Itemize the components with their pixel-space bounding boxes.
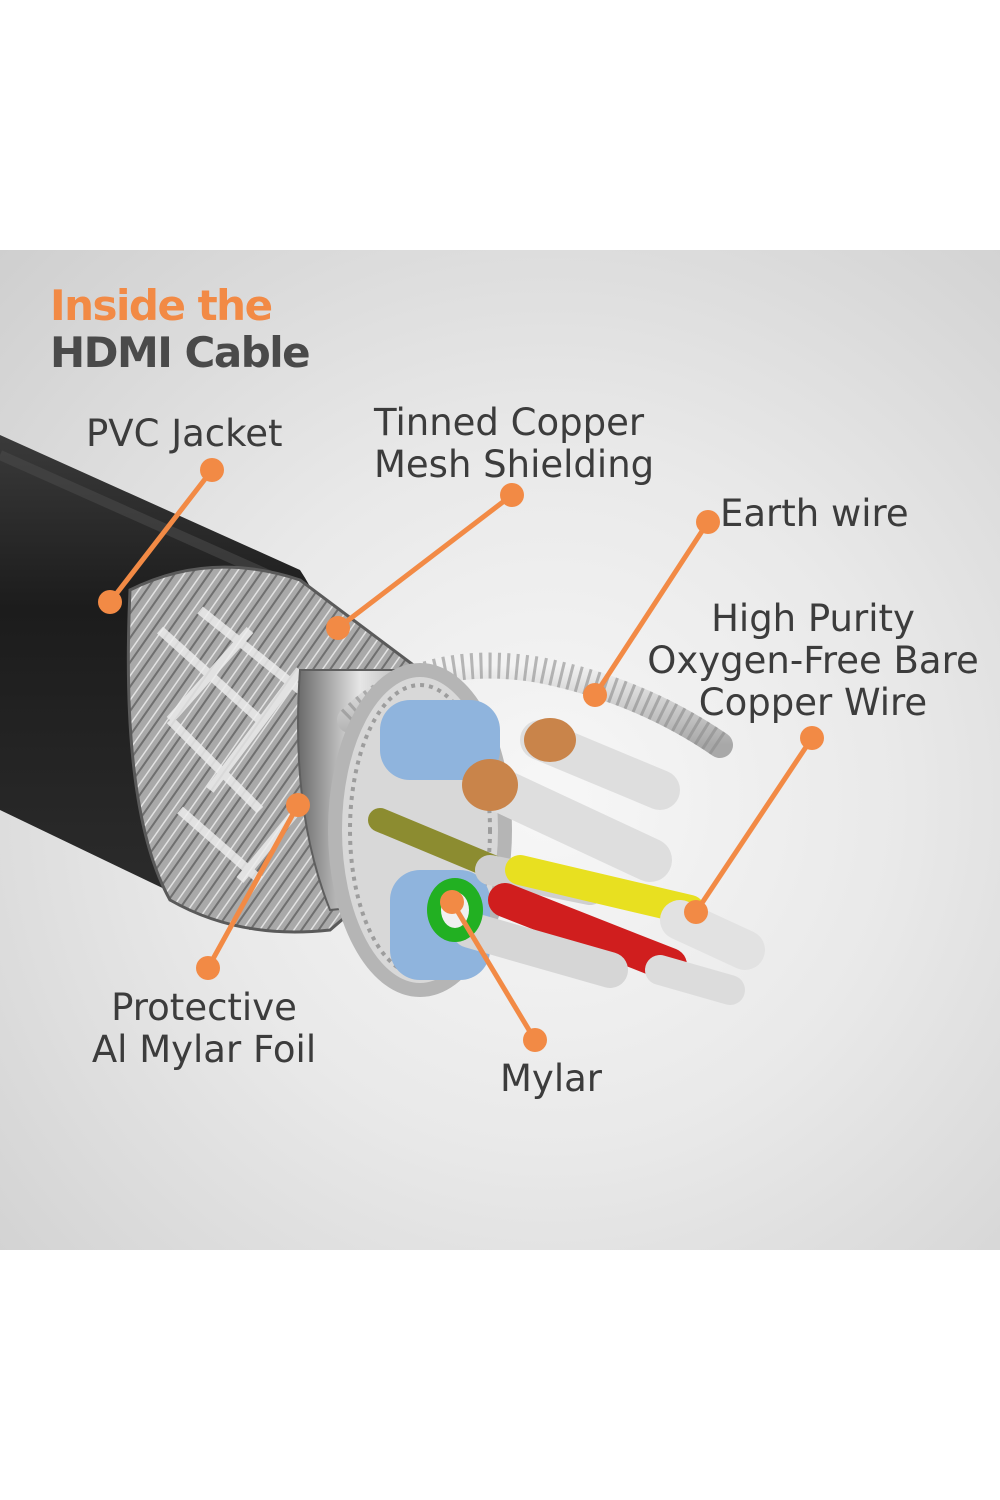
orange-dot-icon xyxy=(800,726,824,750)
label-protective-foil: Protective Al Mylar Foil xyxy=(74,987,334,1071)
callout-dots xyxy=(98,458,824,1052)
callout-line-mylar xyxy=(449,900,538,1042)
callout-line-tinned-copper xyxy=(336,493,514,630)
mesh-shielding-strands xyxy=(156,606,334,884)
orange-dot-icon xyxy=(196,956,220,980)
diagram-stage: Inside the HDMI Cable PVC Jacket Tinned … xyxy=(0,250,1000,1250)
label-tinned-copper-line-2: Mesh Shielding xyxy=(374,443,655,486)
diagram-title-line-2: HDMI Cable xyxy=(50,328,311,377)
orange-dot-icon xyxy=(98,590,122,614)
orange-dot-icon xyxy=(440,890,464,914)
orange-dot-icon xyxy=(523,1028,547,1052)
diagram-title-line-1: Inside the xyxy=(50,281,273,330)
label-protective-foil-line-1: Protective xyxy=(111,986,297,1029)
label-tinned-copper-mesh: Tinned Copper Mesh Shielding xyxy=(374,402,654,486)
label-high-purity-line-1: High Purity xyxy=(711,597,915,640)
orange-dot-icon xyxy=(286,793,310,817)
callout-lines xyxy=(108,468,815,1042)
orange-dot-icon xyxy=(326,616,350,640)
orange-dot-icon xyxy=(200,458,224,482)
orange-dot-icon xyxy=(583,683,607,707)
orange-dot-icon xyxy=(696,510,720,534)
label-protective-foil-line-2: Al Mylar Foil xyxy=(91,1028,317,1071)
orange-dot-icon xyxy=(684,900,708,924)
label-high-purity-line-2: Oxygen-Free Bare xyxy=(647,639,979,682)
callout-line-protective-foil xyxy=(205,803,301,970)
cable-illustration xyxy=(0,435,824,1052)
callout-line-earth-wire xyxy=(592,520,711,697)
orange-dot-icon xyxy=(500,483,524,507)
label-earth-wire: Earth wire xyxy=(720,492,909,535)
blue-pair-top xyxy=(380,700,500,780)
label-high-purity-copper: High Purity Oxygen-Free Bare Copper Wire xyxy=(632,598,994,724)
pvc-jacket-highlight xyxy=(0,450,283,585)
label-high-purity-line-3: Copper Wire xyxy=(698,681,928,724)
label-mylar: Mylar xyxy=(500,1057,602,1100)
label-tinned-copper-line-1: Tinned Copper xyxy=(374,401,645,444)
label-pvc-jacket: PVC Jacket xyxy=(86,412,283,455)
callout-line-high-purity xyxy=(693,736,815,914)
callout-line-pvc-jacket xyxy=(108,468,214,604)
